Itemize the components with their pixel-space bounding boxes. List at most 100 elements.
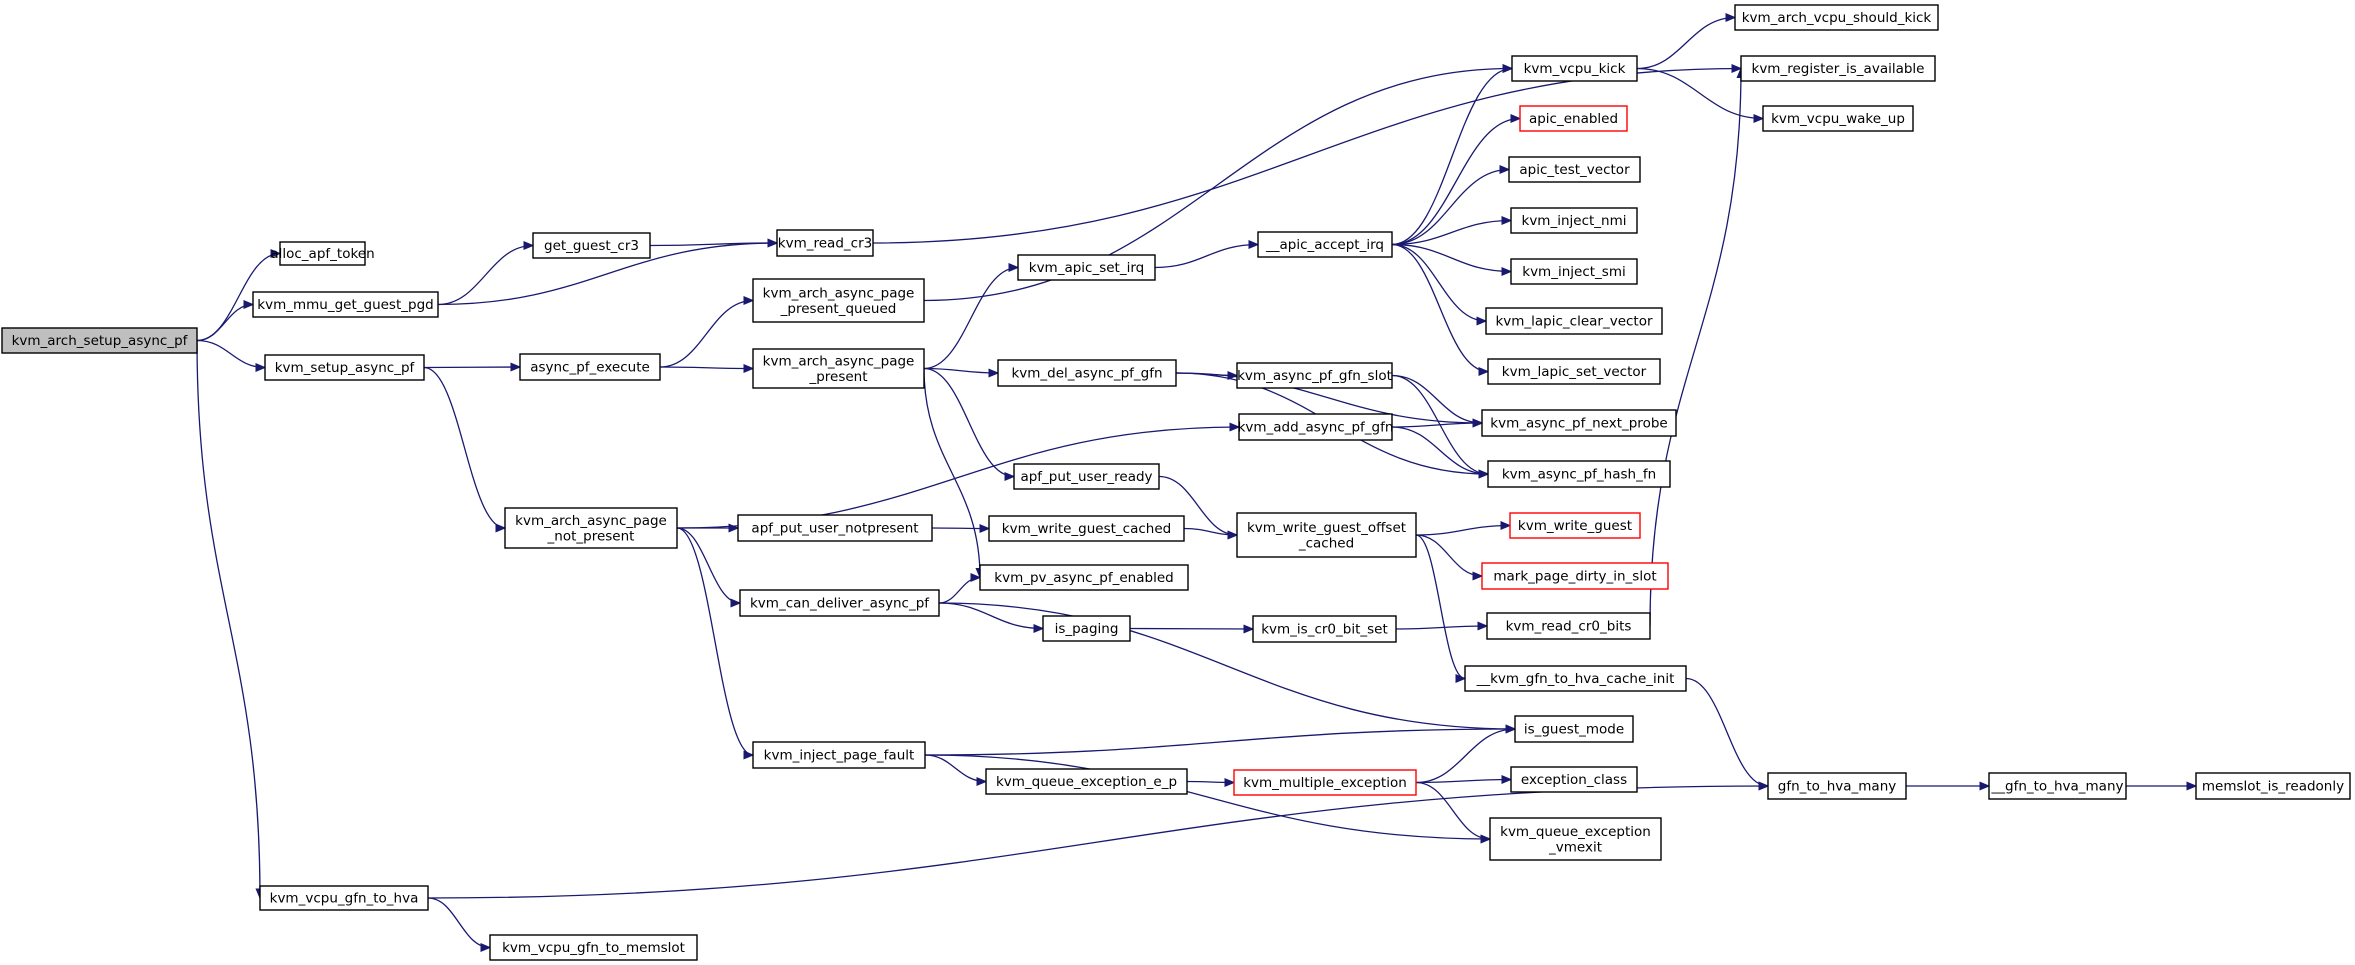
node-box bbox=[1233, 769, 1417, 796]
node-label: memslot_is_readonly bbox=[2202, 779, 2344, 795]
node-nextprobe[interactable]: kvm_async_pf_next_probe bbox=[1481, 409, 1677, 437]
node-label: kvm_mmu_get_guest_pgd bbox=[257, 297, 433, 313]
node-notpresent[interactable]: kvm_arch_async_page_not_present bbox=[504, 507, 678, 549]
node-getcr3[interactable]: get_guest_cr3 bbox=[532, 232, 651, 259]
node-queuevmexit[interactable]: kvm_queue_exception_vmexit bbox=[1489, 817, 1662, 861]
node-label: kvm_inject_page_fault bbox=[764, 748, 915, 764]
node-guestmode[interactable]: is_guest_mode bbox=[1514, 715, 1634, 743]
node-ispaging[interactable]: is_paging bbox=[1042, 615, 1131, 642]
call-edge-pres-to-delgfn bbox=[923, 367, 1000, 378]
node-injnmi[interactable]: kvm_inject_nmi bbox=[1510, 207, 1638, 234]
node-box bbox=[1489, 817, 1662, 861]
node-regavail[interactable]: kvm_register_is_available bbox=[1740, 55, 1936, 82]
node-presq[interactable]: kvm_arch_async_page_present_queued bbox=[752, 278, 925, 323]
node-gfnhva[interactable]: kvm_vcpu_gfn_to_hva bbox=[259, 885, 429, 911]
node-label: kvm_register_is_available bbox=[1752, 61, 1925, 77]
node-label: kvm_apic_set_irq bbox=[1029, 260, 1145, 276]
node-writeguest[interactable]: kvm_write_guest bbox=[1509, 512, 1641, 539]
call-edge-apicset-to-acceptirq bbox=[1154, 239, 1260, 269]
node-markdirty[interactable]: mark_page_dirty_in_slot bbox=[1481, 562, 1669, 590]
node-writecached[interactable]: kvm_write_guest_cached bbox=[988, 515, 1185, 542]
node-wakeup[interactable]: kvm_vcpu_wake_up bbox=[1762, 105, 1914, 132]
call-edge-wgoffset-to-cacheinit bbox=[1415, 534, 1467, 684]
node-box bbox=[1519, 105, 1628, 132]
node-readcr0[interactable]: kvm_read_cr0_bits bbox=[1486, 612, 1651, 640]
node-apicen[interactable]: apic_enabled bbox=[1519, 105, 1628, 132]
node-box bbox=[1236, 512, 1417, 558]
node-box bbox=[776, 229, 874, 257]
node-label: kvm_setup_async_pf bbox=[275, 360, 416, 376]
node-memslot[interactable]: kvm_vcpu_gfn_to_memslot bbox=[489, 934, 698, 961]
node-notpresuser[interactable]: apf_put_user_notpresent bbox=[737, 514, 933, 542]
call-edge-setup-to-apfexec bbox=[423, 362, 522, 372]
node-box bbox=[259, 885, 429, 911]
node-apfexec[interactable]: async_pf_execute bbox=[519, 353, 661, 381]
node-apicset[interactable]: kvm_apic_set_irq bbox=[1017, 254, 1156, 281]
node-label: kvm_write_guest bbox=[1518, 518, 1632, 534]
node-box bbox=[489, 934, 698, 961]
node-lapicset[interactable]: kvm_lapic_set_vector bbox=[1487, 358, 1661, 385]
node-readcr3[interactable]: kvm_read_cr3 bbox=[776, 229, 874, 257]
node-box bbox=[737, 514, 933, 542]
node-label: is_paging bbox=[1055, 621, 1119, 637]
node-multiexc[interactable]: kvm_multiple_exception bbox=[1233, 769, 1417, 796]
node-box bbox=[504, 507, 678, 549]
node-box bbox=[252, 291, 439, 318]
node-label-line: kvm_arch_async_page bbox=[763, 353, 915, 369]
node-box bbox=[1486, 612, 1651, 640]
node-injsmi[interactable]: kvm_inject_smi bbox=[1510, 258, 1638, 285]
node-excclass[interactable]: exception_class bbox=[1510, 766, 1638, 793]
node-wgoffset[interactable]: kvm_write_guest_offset_cached bbox=[1236, 512, 1417, 558]
node-label: apf_put_user_ready bbox=[1020, 469, 1152, 485]
node-hashfn[interactable]: kvm_async_pf_hash_fn bbox=[1487, 460, 1671, 488]
node-label: kvm_arch_setup_async_pf bbox=[12, 333, 189, 349]
call-edge-candeliver-to-pvenabled bbox=[938, 572, 982, 604]
node-label: kvm_del_async_pf_gfn bbox=[1011, 366, 1162, 382]
node-box bbox=[2195, 772, 2351, 800]
node-label: kvm_async_pf_next_probe bbox=[1490, 416, 1667, 432]
node-box bbox=[979, 564, 1189, 591]
node-pres[interactable]: kvm_arch_async_page_present bbox=[752, 348, 925, 389]
call-edge-pres-to-apicset bbox=[923, 262, 1020, 370]
node-cacheinit[interactable]: __kvm_gfn_to_hva_cache_init bbox=[1464, 665, 1687, 692]
node-setup[interactable]: kvm_setup_async_pf bbox=[264, 354, 425, 381]
node-readyuser[interactable]: apf_put_user_ready bbox=[1013, 463, 1160, 490]
node-mmu[interactable]: kvm_mmu_get_guest_pgd bbox=[252, 291, 439, 318]
call-edge-notpresent-to-notpresuser bbox=[677, 523, 740, 533]
node-label: kvm_vcpu_wake_up bbox=[1771, 111, 1905, 127]
node-box bbox=[1510, 207, 1638, 234]
node-cr0set[interactable]: kvm_is_cr0_bit_set bbox=[1252, 615, 1397, 643]
node-candeliver[interactable]: kvm_can_deliver_async_pf bbox=[739, 589, 940, 617]
node-queueep[interactable]: kvm_queue_exception_e_p bbox=[985, 768, 1188, 795]
node-addgfn[interactable]: kvm_add_async_pf_gfn bbox=[1238, 413, 1394, 441]
node-label: alloc_apf_token bbox=[270, 246, 374, 262]
node-root[interactable]: kvm_arch_setup_async_pf bbox=[1, 327, 198, 354]
node-hvamany2[interactable]: __gfn_to_hva_many bbox=[1988, 772, 2127, 800]
node-readonly[interactable]: memslot_is_readonly bbox=[2195, 772, 2351, 800]
node-injpf[interactable]: kvm_inject_page_fault bbox=[752, 741, 926, 769]
node-vcpukick[interactable]: kvm_vcpu_kick bbox=[1511, 55, 1638, 82]
node-label: kvm_can_deliver_async_pf bbox=[750, 596, 930, 612]
node-label: kvm_inject_nmi bbox=[1522, 213, 1627, 229]
node-delgfn[interactable]: kvm_del_async_pf_gfn bbox=[997, 359, 1177, 387]
node-pvenabled[interactable]: kvm_pv_async_pf_enabled bbox=[979, 564, 1189, 591]
call-edge-cacheinit-to-hvamany bbox=[1685, 677, 1770, 791]
call-edge-injpf-to-queueep bbox=[924, 754, 988, 787]
node-hvamany[interactable]: gfn_to_hva_many bbox=[1767, 772, 1907, 800]
node-box bbox=[1487, 460, 1671, 488]
node-box bbox=[1, 327, 198, 354]
node-shouldkick[interactable]: kvm_arch_vcpu_should_kick bbox=[1734, 4, 1939, 31]
node-label: kvm_pv_async_pf_enabled bbox=[994, 570, 1173, 586]
node-label: kvm_lapic_set_vector bbox=[1502, 364, 1647, 380]
node-lapicclr[interactable]: kvm_lapic_clear_vector bbox=[1485, 307, 1663, 335]
node-label: kvm_vcpu_gfn_to_memslot bbox=[502, 940, 685, 956]
node-alloc[interactable]: alloc_apf_token bbox=[270, 241, 375, 266]
node-acceptirq[interactable]: __apic_accept_irq bbox=[1257, 231, 1393, 258]
node-label: kvm_read_cr3 bbox=[778, 236, 872, 252]
node-label: kvm_vcpu_kick bbox=[1524, 61, 1626, 77]
node-gfnslot[interactable]: kvm_async_pf_gfn_slot bbox=[1236, 362, 1393, 389]
node-apictest[interactable]: apic_test_vector bbox=[1508, 156, 1641, 183]
node-box bbox=[1236, 362, 1393, 389]
node-label: gfn_to_hva_many bbox=[1778, 779, 1896, 795]
node-label-line: _present bbox=[808, 369, 867, 385]
